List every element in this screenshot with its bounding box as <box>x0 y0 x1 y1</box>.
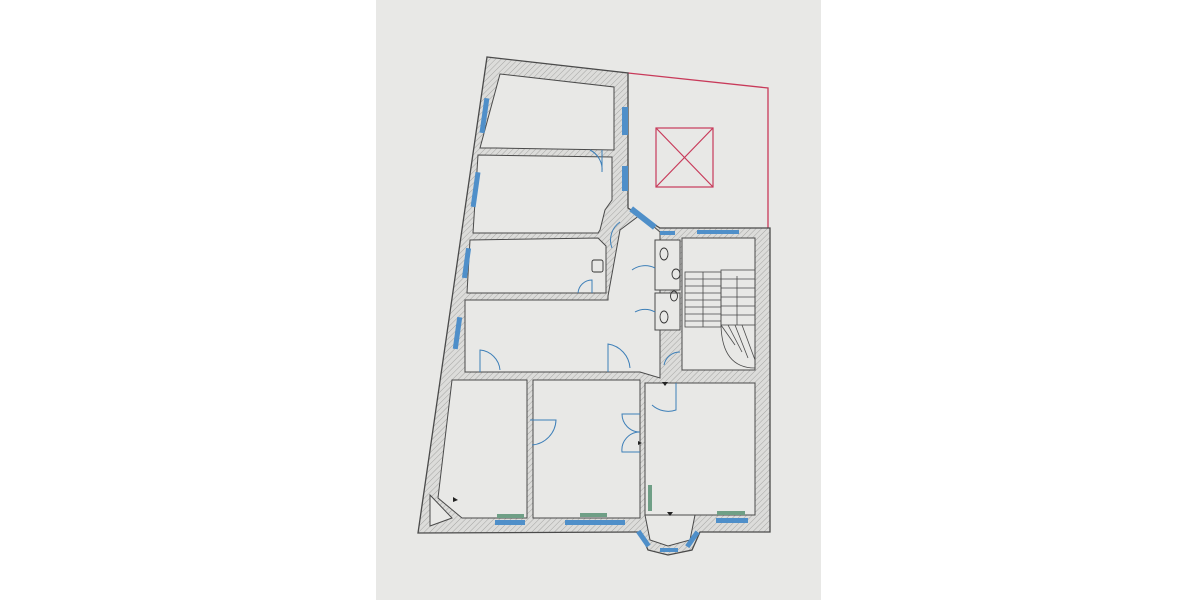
door-swing <box>577 279 593 294</box>
room-2 <box>472 154 613 234</box>
door-swing <box>589 149 603 173</box>
window <box>685 530 700 549</box>
toilet-icon <box>659 247 681 324</box>
room-1 <box>479 73 615 151</box>
window-sill <box>497 514 524 518</box>
window <box>452 316 463 350</box>
window <box>660 231 675 235</box>
window <box>479 97 490 134</box>
wc-2 <box>654 292 681 331</box>
door-swing <box>530 419 557 446</box>
skylight-void-marker <box>655 127 714 188</box>
room-5 <box>437 379 528 519</box>
staircase-steps <box>684 269 756 369</box>
door-swing <box>663 351 681 366</box>
door-swing <box>621 413 641 453</box>
window-sill <box>580 513 607 517</box>
direction-markers <box>453 382 673 516</box>
window <box>622 107 628 135</box>
door-swing <box>634 308 656 313</box>
window <box>697 230 739 234</box>
window <box>470 171 481 208</box>
window <box>660 548 678 552</box>
room-6 <box>532 379 641 519</box>
door-swing <box>610 221 621 249</box>
window <box>629 206 657 230</box>
window <box>565 520 625 525</box>
door-swing <box>607 343 631 372</box>
room-3 <box>466 237 607 294</box>
sink-icon <box>591 259 604 273</box>
window <box>495 520 525 525</box>
doors <box>479 149 681 453</box>
bay-window-room <box>644 514 696 547</box>
door-swing <box>631 265 656 271</box>
door-swing <box>651 383 677 412</box>
property-boundary-line <box>627 72 769 228</box>
window <box>461 247 472 279</box>
wc-1 <box>654 239 681 291</box>
window <box>636 529 651 548</box>
window <box>622 166 628 191</box>
window-sill <box>648 485 652 511</box>
corner-closet <box>429 493 453 527</box>
window-sill <box>717 511 745 515</box>
door-swing <box>479 349 501 372</box>
window <box>716 518 748 523</box>
staircase-area <box>681 237 756 371</box>
windows <box>452 97 748 552</box>
room-7 <box>644 382 756 516</box>
